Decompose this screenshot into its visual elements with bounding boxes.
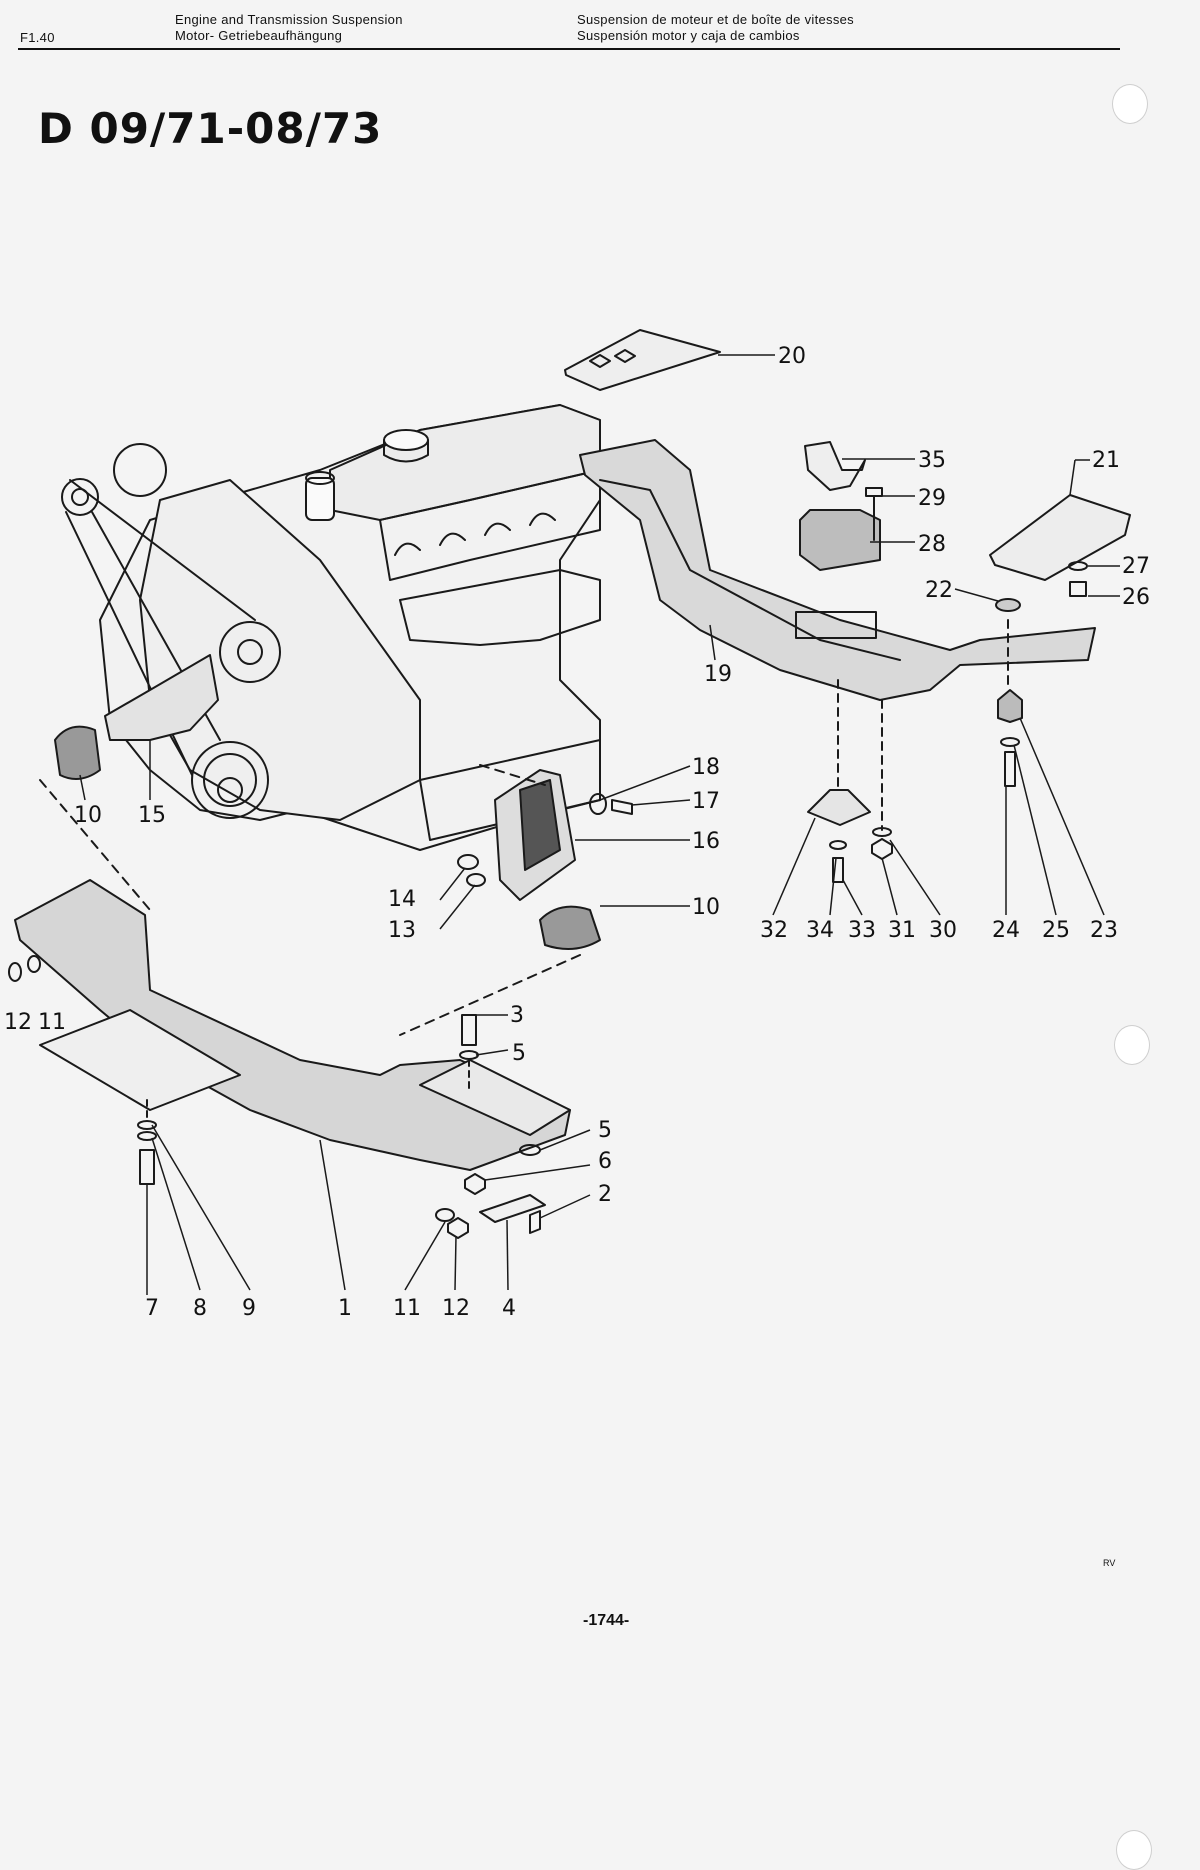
callout-21: 21 [1092, 448, 1120, 473]
callout-25: 25 [1042, 918, 1070, 943]
callout-4: 4 [502, 1296, 516, 1321]
callout-12-left: 12 [4, 1010, 32, 1035]
callout-31: 31 [888, 918, 916, 943]
callout-26: 26 [1122, 585, 1150, 610]
callout-5-lower: 5 [598, 1118, 612, 1143]
punch-hole [1114, 1025, 1150, 1065]
initials-mark: RV [1103, 1558, 1116, 1568]
callout-24: 24 [992, 918, 1020, 943]
page-title: D 09/71-08/73 [38, 104, 383, 153]
callout-6: 6 [598, 1149, 612, 1174]
part-32-cone [807, 789, 871, 826]
callout-14: 14 [388, 887, 416, 912]
callout-3: 3 [510, 1003, 524, 1028]
callout-30: 30 [929, 918, 957, 943]
header-rule [18, 48, 1120, 50]
title-english: Engine and Transmission Suspension [175, 12, 403, 27]
part-28-mount [799, 509, 881, 571]
callout-10-right: 10 [692, 895, 720, 920]
callout-23: 23 [1090, 918, 1118, 943]
callout-16: 16 [692, 829, 720, 854]
callout-11-left: 11 [38, 1010, 66, 1035]
title-french: Suspension de moteur et de boîte de vite… [577, 12, 854, 27]
part-1-left-plate [39, 1009, 241, 1111]
callout-1: 1 [338, 1296, 352, 1321]
callout-8: 8 [193, 1296, 207, 1321]
callout-9: 9 [242, 1296, 256, 1321]
engine-illustration [61, 404, 601, 851]
page-number: -1744- [583, 1612, 630, 1629]
callout-17: 17 [692, 789, 720, 814]
part-10-mount-left [54, 725, 101, 780]
callout-35: 35 [918, 448, 946, 473]
part-35-pad [804, 441, 866, 491]
callout-10-left: 10 [74, 803, 102, 828]
part-19-crossmember [579, 439, 1096, 701]
callout-29: 29 [918, 486, 946, 511]
part-15-bracket [104, 654, 219, 741]
callout-28: 28 [918, 532, 946, 557]
section-code: F1.40 [20, 30, 55, 45]
part-4-plate [479, 1194, 546, 1223]
callout-32: 32 [760, 918, 788, 943]
part-21-plate [989, 494, 1131, 581]
callout-20: 20 [778, 344, 806, 369]
title-spanish: Suspensión motor y caja de cambios [577, 28, 800, 43]
exploded-parts-diagram: 20 35 29 21 28 27 22 26 19 18 17 16 10 1… [4, 329, 1150, 1321]
callout-11-lower: 11 [393, 1296, 421, 1321]
callout-5-upper: 5 [512, 1041, 526, 1066]
callout-15: 15 [138, 803, 166, 828]
part-20-plate [564, 329, 721, 391]
callout-2: 2 [598, 1182, 612, 1207]
callout-22: 22 [925, 578, 953, 603]
punch-hole [1116, 1830, 1152, 1870]
part-1-right-plate [419, 1059, 571, 1136]
callout-33: 33 [848, 918, 876, 943]
part-10-mount-right [539, 905, 601, 950]
callout-18: 18 [692, 755, 720, 780]
callout-27: 27 [1122, 554, 1150, 579]
title-german: Motor- Getriebeaufhängung [175, 28, 343, 43]
callout-34: 34 [806, 918, 834, 943]
callout-19: 19 [704, 662, 732, 687]
punch-hole [1112, 84, 1148, 124]
callout-13: 13 [388, 918, 416, 943]
callout-12-lower: 12 [442, 1296, 470, 1321]
callout-7: 7 [145, 1296, 159, 1321]
